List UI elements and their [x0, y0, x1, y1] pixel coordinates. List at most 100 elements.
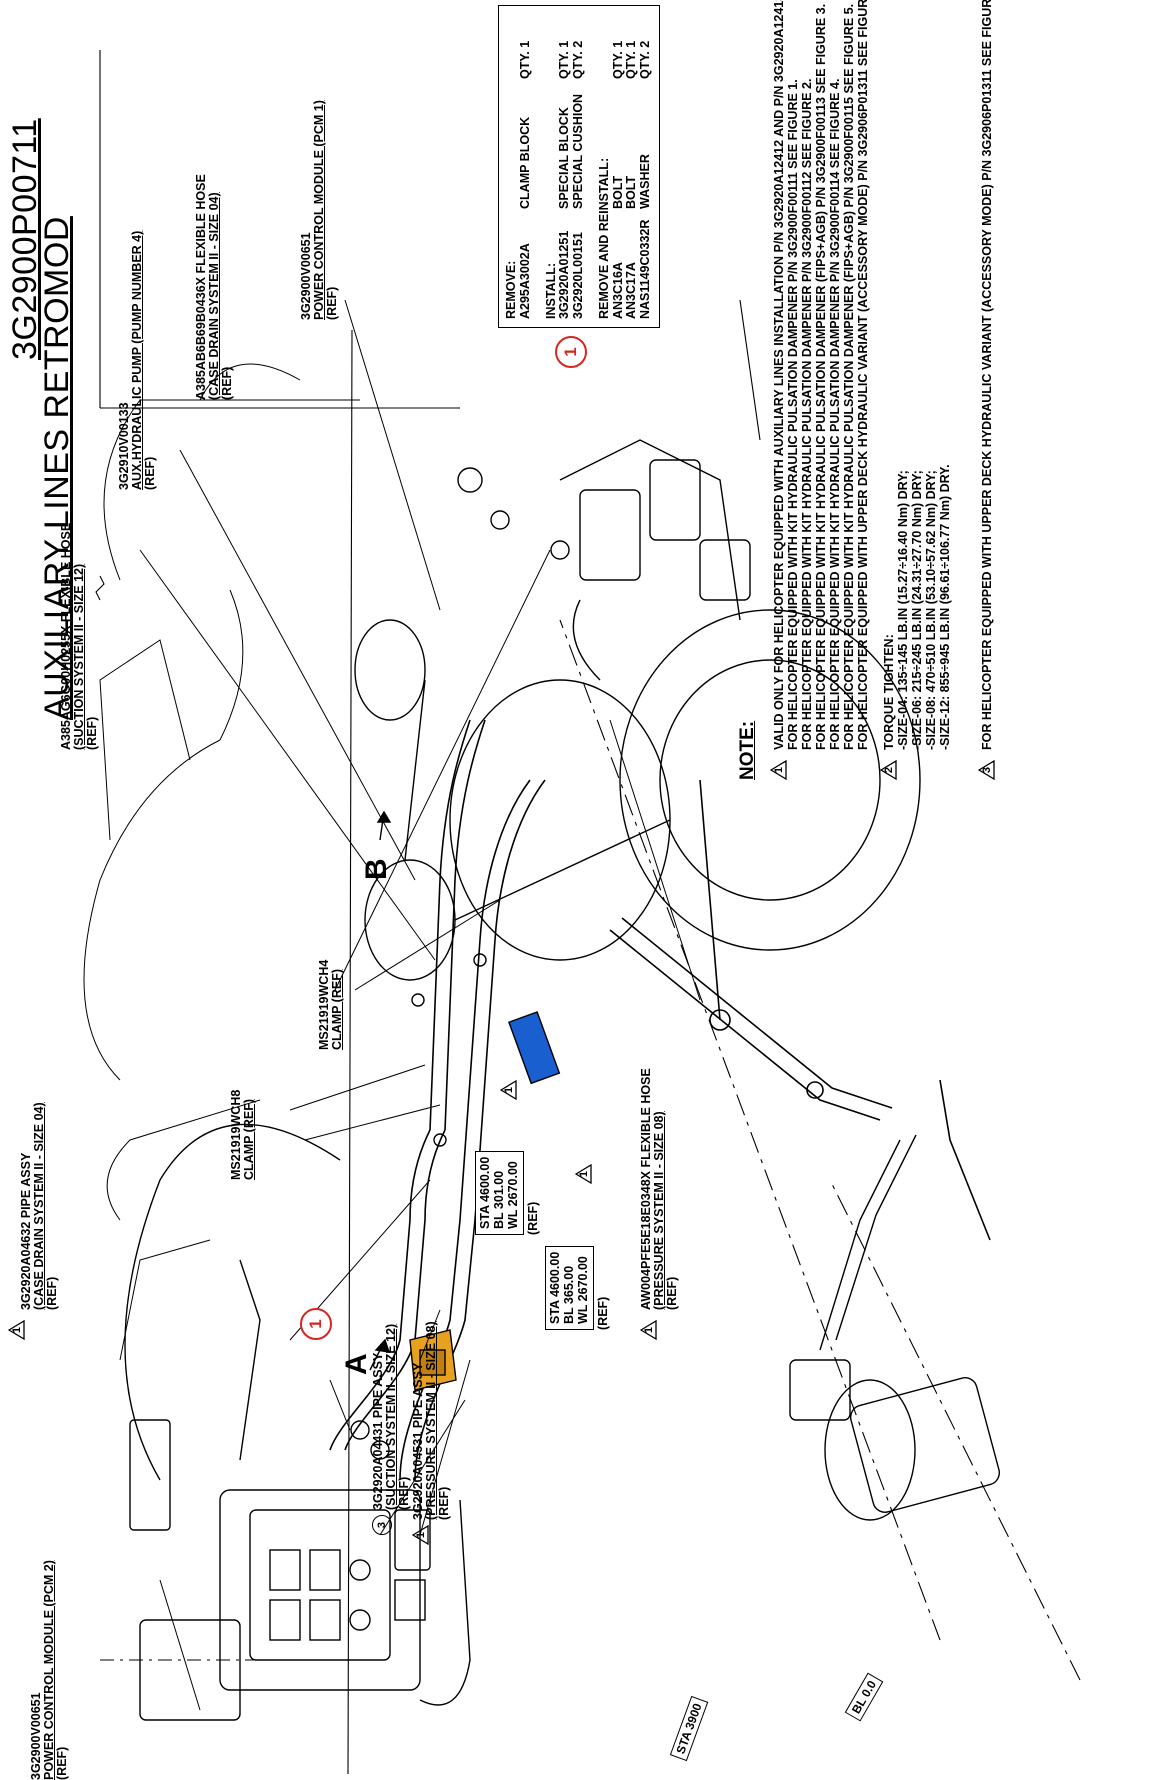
aux-pump-label: 3G2910V00133 AUX.HYDRAULIC PUMP (PUMP NU…	[117, 230, 158, 490]
suction-hose-label: A385AG6G00H0255X FLEXIBLE HOSE (SUCTION …	[59, 523, 99, 750]
clamp-block	[409, 1329, 457, 1391]
note-2-line-5: -SIZE-12: 855÷945 LB.IN (96.61÷106.77 Nm…	[938, 464, 952, 750]
install-row-2-desc: SPECIAL CUSHION	[571, 93, 585, 209]
notes-3-triangle: 3	[977, 759, 995, 781]
install-title: INSTALL:	[543, 262, 558, 319]
reinstall-title: REMOVE AND REINSTALL:	[596, 157, 611, 319]
notes-2-triangle: 2	[879, 759, 897, 781]
note-2-line-3: -SIZE-06: 215÷245 LB.IN (24.31÷27.70 Nm)…	[910, 470, 924, 750]
aux-pump	[354, 619, 671, 981]
note-3-line-1: FOR HELICOPTER EQUIPPED WITH UPPER DECK …	[980, 0, 994, 750]
station-box-1-line-1: STA 4600.00	[478, 1156, 492, 1229]
background-structure	[83, 363, 360, 1361]
note-1-line-6: FOR HELICOPTER EQUIPPED WITH KIT HYDRAUL…	[842, 3, 856, 750]
suction-hose-system: (SUCTION SYSTEM II - SIZE 12)	[72, 563, 87, 750]
install-row-2-pn: 3G2920L00151	[571, 232, 585, 319]
note-1-line-4: FOR HELICOPTER EQUIPPED WITH KIT HYDRAUL…	[814, 3, 828, 750]
station-box-1-note-number: 1	[503, 1086, 515, 1094]
suction-pipe-label: 3G2920A04431 PIPE ASSY (SUCTION SYSTEM I…	[371, 1324, 412, 1510]
remove-row-1-qty: QTY. 1	[517, 40, 532, 79]
reinstall-row-1-qty: QTY. 1	[610, 40, 625, 79]
case-drain-pipe-ref: (REF)	[45, 1276, 60, 1310]
note-2-line-1: TORQUE TIGHTEN:	[882, 634, 896, 750]
station-box-2-line-1: STA 4600.00	[548, 1251, 562, 1324]
clamp-wch4-label: MS21919WCH4 CLAMP (REF)	[317, 960, 345, 1050]
case-drain-pipe-label: 3G2920A04632 PIPE ASSY (CASE DRAIN SYSTE…	[19, 1102, 60, 1310]
reinstall-row-1: AN3C16A BOLT QTY. 1	[610, 14, 626, 319]
pcm2-label: 3G2900V00651 POWER CONTROL MODULE (PCM 2…	[29, 1560, 70, 1780]
suction-pipe-ref: (REF)	[397, 1476, 412, 1510]
clamp-wch4-name: CLAMP (REF)	[330, 968, 345, 1050]
reinstall-row-1-pn: AN3C16A	[610, 262, 625, 319]
reinstall-row-3-pn: NAS1149C0332R	[638, 219, 652, 319]
notes-1-block: VALID ONLY FOR HELICOPTER EQUIPPED WITH …	[772, 0, 870, 750]
view-a-letter: A	[340, 1353, 373, 1375]
station-box-1-ref: (REF)	[526, 1201, 540, 1235]
blue-fitting	[508, 1011, 561, 1085]
station-box-1-line-3: WL 2670.00	[505, 1161, 520, 1229]
notes-1-number: 1	[773, 766, 785, 774]
install-row-1: 3G2920A01251 SPECIAL BLOCK QTY. 1	[557, 14, 572, 319]
notes-heading: NOTE:	[737, 720, 758, 780]
install-row-1-pn: 3G2920A01251	[557, 230, 572, 319]
notes-2-number: 2	[883, 766, 895, 774]
pressure-pipe-label: 3G2920A04531 PIPE ASSY (PRESSURE SYSTEM …	[411, 1321, 452, 1520]
install-row-1-desc: SPECIAL BLOCK	[557, 107, 572, 209]
install-row-1-qty: QTY. 1	[557, 40, 572, 79]
aux-pump-ref: (REF)	[143, 456, 158, 490]
pressure-pipe-note-number: 1	[415, 1531, 427, 1539]
pressure-hose-label: AW004PFE5E18E0348X FLEXIBLE HOSE (PRESSU…	[639, 1068, 680, 1310]
pressure-hose-system: (PRESSURE SYSTEM II - SIZE 08)	[652, 1111, 667, 1310]
remove-row-1-pn: A295A3002A	[517, 243, 532, 319]
pcm1-assembly	[457, 439, 921, 951]
pressure-hose-note-number: 1	[643, 1326, 655, 1334]
pcm2-assembly	[124, 1123, 471, 1721]
pressure-pipe-note-triangle: 1	[411, 1524, 429, 1546]
install-row-2: 3G2920L00151 SPECIAL CUSHION QTY. 2	[571, 14, 586, 319]
reinstall-row-3-desc: WASHER	[638, 154, 652, 209]
pcm2-ref: (REF)	[55, 1746, 70, 1780]
case-drain-hose-ref: (REF)	[220, 366, 235, 400]
install-row-2-qty: QTY. 2	[571, 40, 585, 79]
aux-pump-name: AUX.HYDRAULIC PUMP (PUMP NUMBER 4)	[130, 230, 145, 490]
reinstall-row-1-desc: BOLT	[610, 175, 625, 209]
pressure-hose-ref: (REF)	[665, 1276, 680, 1310]
note-1-triangle: 1	[7, 1319, 25, 1341]
clamp-wch8-name: CLAMP (REF)	[242, 1098, 257, 1180]
remove-row-1-desc: CLAMP BLOCK	[517, 116, 532, 209]
note-1-number: 1	[11, 1326, 23, 1334]
view-b-letter: B	[360, 858, 393, 880]
leader-lines	[139, 299, 701, 1711]
reinstall-row-2-qty: QTY. 1	[624, 40, 639, 79]
pressure-hose-note-triangle: 1	[639, 1319, 657, 1341]
note-1-line-5: FOR HELICOPTER EQUIPPED WITH KIT HYDRAUL…	[828, 78, 842, 750]
dampener	[789, 1134, 1001, 1521]
break-lines	[95, 50, 1081, 1775]
parts-table: REMOVE: A295A3002A CLAMP BLOCK QTY. 1 IN…	[498, 5, 660, 328]
station-box-2: STA 4600.00 BL 365.00 WL 2670.00	[545, 1245, 595, 1330]
note-1-line-7: FOR HELICOPTER EQUIPPED WITH UPPER DECK …	[856, 0, 870, 750]
notes-3-number: 3	[981, 766, 993, 774]
note-1-line-2: FOR HELICOPTER EQUIPPED WITH KIT HYDRAUL…	[786, 79, 800, 750]
pcm1-label: 3G2900V00651 POWER CONTROL MODULE (PCM 1…	[299, 100, 339, 320]
station-box-2-note-triangle: 1	[574, 1163, 592, 1185]
reinstall-row-2: AN3C17A BOLT QTY. 1	[624, 14, 639, 319]
reinstall-row-2-desc: BOLT	[624, 175, 639, 209]
clamp-wch8-label: MS21919WCH8 CLAMP (REF)	[229, 1090, 257, 1180]
remove-row-1: A295A3002A CLAMP BLOCK QTY. 1	[517, 14, 533, 319]
note-3-circle: 3	[372, 1515, 392, 1535]
case-drain-hose-label: A385AB6B69B0436X FLEXIBLE HOSE (CASE DRA…	[194, 174, 235, 400]
station-box-2-note-number: 1	[578, 1170, 590, 1178]
pipe-clamps	[411, 953, 487, 1147]
reinstall-row-3: NAS1149C0332R WASHER QTY. 2	[638, 14, 653, 319]
station-box-1-line-2: BL 301.00	[491, 1170, 506, 1229]
callout-1-table: 1	[555, 336, 587, 368]
note-1-line-3: FOR HELICOPTER EQUIPPED WITH KIT HYDRAUL…	[800, 78, 814, 750]
view-arrows	[369, 810, 392, 1371]
station-box-1: STA 4600.00 BL 301.00 WL 2670.00	[475, 1150, 525, 1235]
reinstall-row-3-qty: QTY. 2	[638, 40, 652, 79]
note-2-line-4: -SIZE-08: 470÷510 LB.IN (53.10÷57.62 Nm)…	[924, 470, 938, 750]
pressure-pipe-ref: (REF)	[437, 1486, 452, 1520]
